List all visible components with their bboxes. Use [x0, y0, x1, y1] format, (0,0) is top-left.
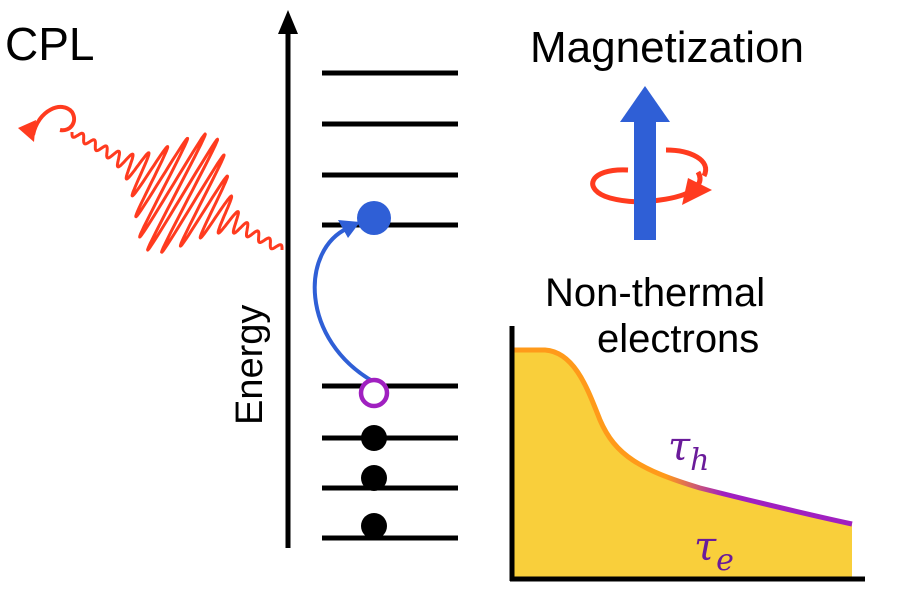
cpl-label: CPL	[5, 18, 94, 70]
filled-electron	[361, 465, 387, 491]
excited-electron	[357, 201, 391, 235]
energy-axis	[278, 10, 298, 548]
nonthermal-label-line2: electrons	[597, 317, 759, 361]
energy-axis-arrowhead-icon	[278, 10, 298, 34]
tau-e-label: τe	[694, 524, 734, 578]
magnetization-arrow-shaft	[634, 118, 656, 240]
rotation-loop-front	[665, 147, 709, 178]
energy-levels	[322, 70, 458, 541]
excitation-arrow	[312, 226, 375, 384]
magnetization-label: Magnetization	[530, 23, 804, 72]
distribution-plot	[509, 326, 865, 582]
tau-h-label: τh	[668, 424, 709, 478]
filled-electron	[361, 513, 387, 539]
distribution-edge	[514, 347, 853, 527]
rotation-arrowhead-icon	[682, 178, 712, 205]
cpl-polarization-curl-icon	[31, 105, 77, 136]
magnetization-symbol	[590, 86, 712, 240]
cpl-wave-packet	[18, 105, 284, 254]
hole	[358, 377, 390, 409]
energy-axis-label: Energy	[229, 305, 271, 425]
magnetization-arrowhead-icon	[620, 86, 670, 122]
excitation-arrowhead-icon	[338, 220, 360, 238]
filled-electron	[361, 425, 387, 451]
nonthermal-label-line1: Non-thermal	[545, 271, 765, 315]
distribution-fill	[514, 350, 852, 578]
cpl-polarization-arrowhead-icon	[18, 120, 36, 142]
